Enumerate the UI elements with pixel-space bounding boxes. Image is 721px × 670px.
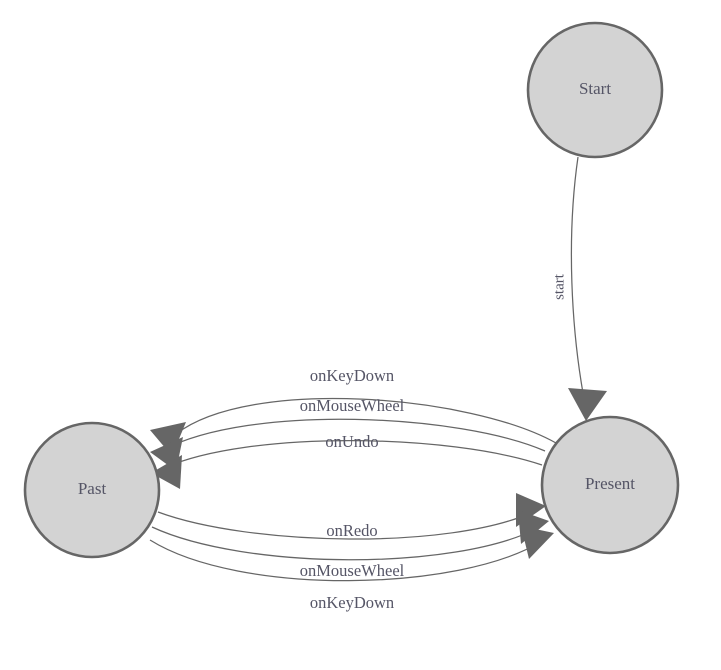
edge-past-to-present-onkeydown-arrowhead bbox=[521, 526, 554, 559]
node-start[interactable]: Start bbox=[526, 21, 664, 159]
edge-label-past-to-present-onkeydown: onKeyDown bbox=[310, 593, 394, 612]
edge-label-past-to-present-onmousewheel: onMouseWheel bbox=[300, 561, 405, 580]
node-present-circle[interactable] bbox=[540, 415, 680, 555]
edge-past-to-present-onredo-path bbox=[157, 511, 534, 540]
node-past[interactable]: Past bbox=[23, 421, 161, 559]
node-present-label: Present bbox=[585, 474, 635, 493]
node-past-label: Past bbox=[78, 479, 107, 498]
edge-start-to-present-path bbox=[570, 156, 584, 394]
edge-label-present-to-past-onkeydown: onKeyDown bbox=[310, 366, 394, 385]
edge-present-to-past-onundo[interactable]: onUndo bbox=[151, 432, 543, 489]
node-start-label: Start bbox=[579, 79, 611, 98]
edge-past-to-present-onredo[interactable]: onRedo bbox=[157, 493, 546, 540]
edge-past-to-present-onkeydown[interactable]: onKeyDown bbox=[149, 526, 554, 612]
edge-start-to-present-arrowhead bbox=[568, 388, 607, 421]
edge-start-to-present[interactable]: start bbox=[551, 156, 607, 421]
edge-past-to-present-onmousewheel-path bbox=[151, 526, 539, 561]
node-present[interactable]: Present bbox=[540, 415, 680, 555]
edge-present-to-past-onmousewheel-path bbox=[162, 418, 546, 452]
edge-label-past-to-present-onredo: onRedo bbox=[326, 521, 377, 540]
edge-label-start: start bbox=[551, 273, 567, 300]
edge-present-to-past-onkeydown-arrowhead bbox=[150, 422, 186, 456]
node-past-circle[interactable] bbox=[23, 421, 161, 559]
edge-label-present-to-past-onmousewheel: onMouseWheel bbox=[300, 396, 405, 415]
edge-present-to-past-onundo-path bbox=[163, 440, 543, 469]
edge-label-present-to-past-onundo: onUndo bbox=[325, 432, 378, 451]
node-start-circle[interactable] bbox=[526, 21, 664, 159]
edge-present-to-past-onundo-arrowhead bbox=[151, 455, 182, 489]
edge-present-to-past-onkeydown-path bbox=[175, 397, 557, 444]
edge-present-to-past-onkeydown[interactable]: onKeyDown bbox=[150, 366, 557, 456]
edge-past-to-present-onkeydown-path bbox=[149, 539, 543, 582]
